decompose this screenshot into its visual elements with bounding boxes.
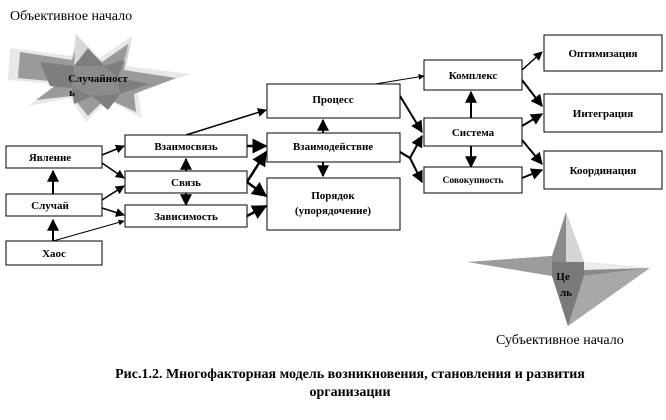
- node-vzaimodeistvie: Взаимодействие: [266, 132, 401, 163]
- node-integraciya: Интеграция: [543, 93, 663, 133]
- node-yavlenie-label: Явление: [29, 152, 71, 164]
- arrow-kompleks-integraciya: [521, 79, 543, 107]
- node-process: Процесс: [266, 83, 401, 119]
- node-vzaimosvyaz: Взаимосвязь: [124, 134, 248, 158]
- figure-caption-line-1: Рис.1.2. Многофакторная модель возникнов…: [115, 367, 585, 382]
- node-sluchai: Случай: [5, 193, 103, 217]
- node-haos: Хаос: [5, 240, 103, 266]
- star-left-shape: [8, 34, 190, 122]
- arrow-zavisimost-poryadok: [246, 204, 268, 219]
- node-vzaimosvyaz-label: Взаимосвязь: [154, 141, 217, 153]
- node-zavisimost: Зависимость: [124, 204, 248, 228]
- node-optimizaciya-label: Оптимизация: [568, 48, 637, 60]
- arrow-kompleks-optimizaciya: [521, 51, 543, 71]
- arrow-sistema-integraciya: [521, 113, 544, 127]
- node-koordinaciya-label: Координация: [570, 165, 637, 177]
- arrow-yavlenie-vzaimosvyaz: [101, 144, 125, 156]
- figure-caption-line-2: организации: [309, 385, 391, 400]
- star-right-text-1: Це: [556, 271, 570, 283]
- node-svyaz-label: Связь: [171, 177, 201, 189]
- node-sistema-label: Система: [452, 127, 495, 139]
- node-kompleks-label: Комплекс: [449, 70, 498, 82]
- node-poryadok-label-1: Порядок: [311, 190, 355, 202]
- connectors: [47, 51, 544, 242]
- node-svyaz: Связь: [124, 170, 248, 194]
- arrow-sluchai-zavisimost: [101, 207, 125, 217]
- star-left-text-1: Случайност: [68, 73, 128, 85]
- node-sistema: Система: [423, 117, 523, 147]
- node-vzaimodeistvie-label: Взаимодействие: [293, 141, 373, 153]
- node-sovokupnost-label: Совокупность: [443, 176, 504, 186]
- node-haos-label: Хаос: [42, 248, 66, 260]
- arrow-vzaimodeistvie-sovokupnost: [399, 151, 423, 184]
- arrow-sluchai-svyaz: [101, 185, 125, 201]
- arrow-svyaz-poryadok: [246, 180, 268, 198]
- node-koordinaciya: Координация: [543, 150, 663, 190]
- figure-caption: Рис.1.2. Многофакторная модель возникнов…: [60, 366, 640, 402]
- arrow-svyaz-vzaimodeistvie: [245, 150, 268, 183]
- arrow-haos-zavisimost: [52, 219, 125, 242]
- star-right-shape: [468, 212, 650, 326]
- node-sovokupnost: Совокупность: [423, 166, 523, 194]
- arrow-sistema-koordinaciya: [521, 139, 543, 165]
- node-poryadok-label-2: (упорядочение): [295, 205, 371, 217]
- arrow-yavlenie-svyaz: [101, 162, 125, 179]
- node-sluchai-label: Случай: [31, 200, 69, 212]
- star-right-text-2: ль: [560, 287, 572, 299]
- node-integraciya-label: Интеграция: [573, 108, 633, 120]
- arrow-process-sistema: [399, 95, 423, 134]
- node-zavisimost-label: Зависимость: [154, 211, 218, 223]
- node-yavlenie: Явление: [5, 145, 103, 169]
- star-left-text-2: ь: [69, 87, 75, 99]
- node-poryadok: Порядок (упорядочение): [266, 177, 401, 231]
- arrow-vzaimosvyaz-process: [185, 108, 267, 136]
- top-left-label: Объективное начало: [10, 9, 132, 24]
- node-process-label: Процесс: [312, 94, 353, 106]
- node-optimizaciya: Оптимизация: [543, 34, 663, 72]
- bottom-right-label: Субъективное начало: [496, 333, 624, 348]
- node-kompleks: Комплекс: [423, 59, 523, 91]
- arrow-sovokupnost-koordinaciya: [521, 168, 544, 180]
